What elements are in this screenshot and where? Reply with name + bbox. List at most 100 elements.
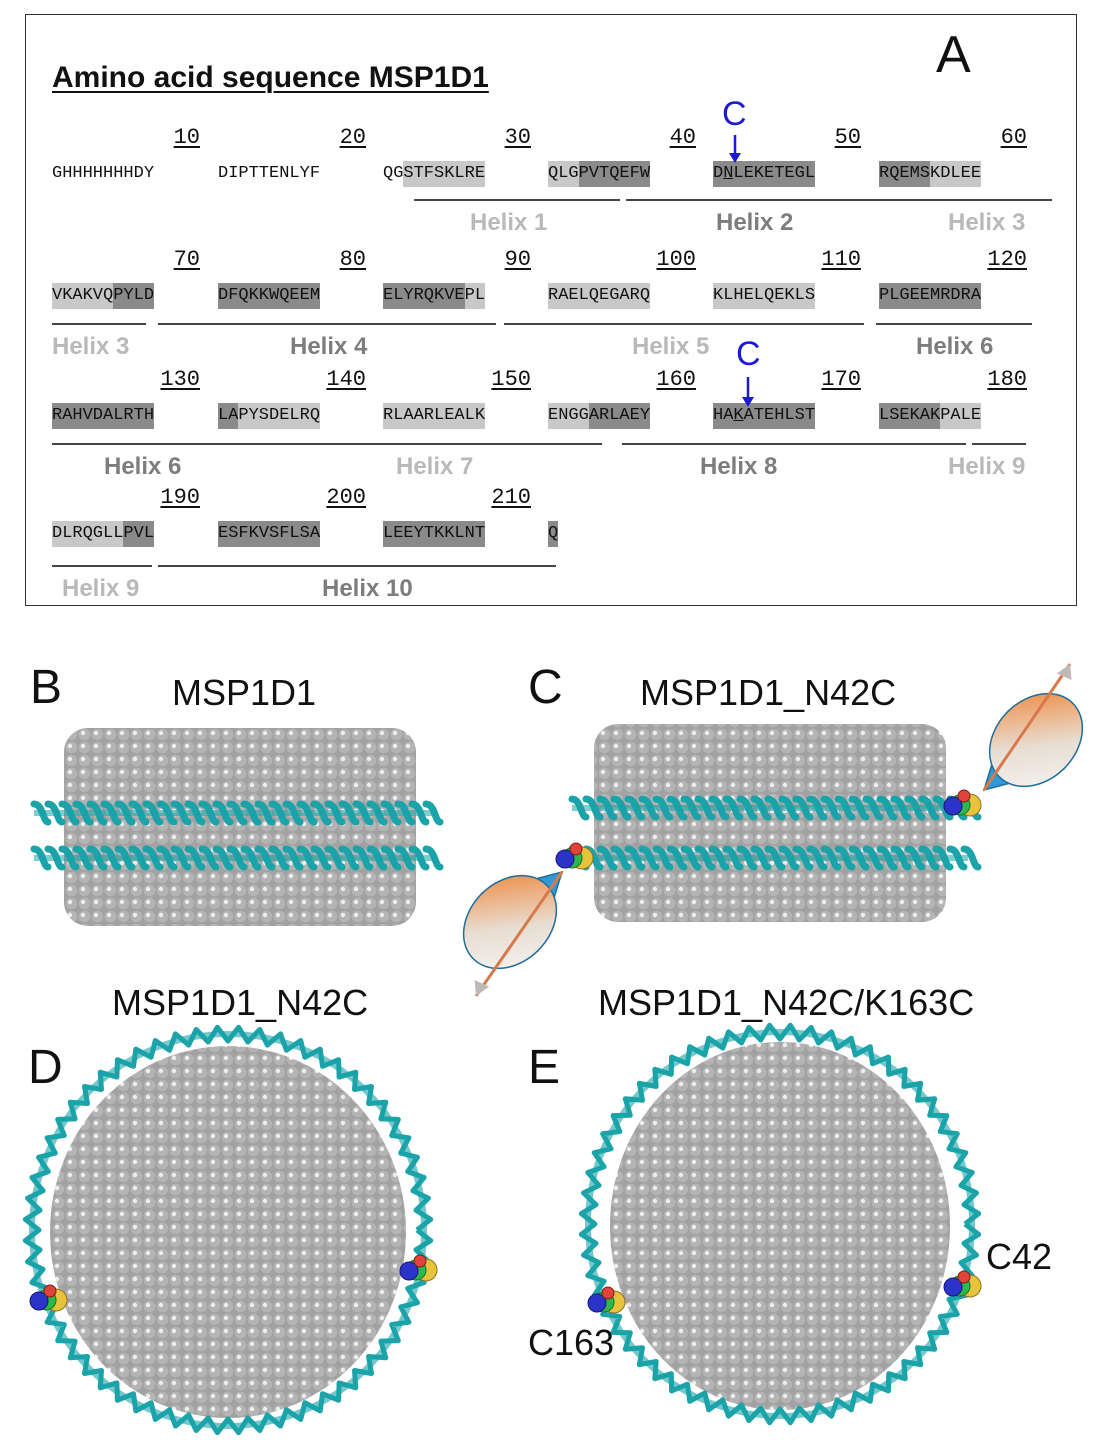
- sequence-block: GHHHHHHHDY: [52, 161, 202, 187]
- protein-belt-helix-d-core: [29, 1031, 427, 1429]
- residue-number: 10: [173, 125, 200, 150]
- sequence-block: DIPTTENLYF: [218, 161, 368, 187]
- cysteine-spheres-e-c42-s4: [957, 1270, 971, 1284]
- residue-segment: VKAKVQ: [52, 283, 114, 309]
- residue-number: 50: [834, 125, 861, 150]
- residue-segment: D: [713, 161, 724, 187]
- lipid-disc-d: [50, 1046, 406, 1418]
- probe-cone-upper-axis: [982, 663, 1072, 791]
- helix-underline: [626, 199, 976, 201]
- residue-number: 90: [504, 247, 531, 272]
- residue-segment: PLGEEMRDRA: [879, 283, 982, 309]
- panel-b-label: B: [30, 661, 63, 714]
- panel-d-title: MSP1D1_N42C: [112, 982, 369, 1023]
- residue-number: 70: [173, 247, 200, 272]
- helix-label: Helix 8: [700, 453, 778, 480]
- sequence-block: PLGEEMRDRA: [879, 283, 1029, 309]
- residue-segment: ELYRQKVE: [383, 283, 465, 309]
- panel-e-label: E: [528, 1041, 561, 1094]
- residue-segment: Q: [548, 521, 559, 547]
- lipid-bilayer-c: [594, 724, 946, 922]
- helix-underline: [158, 323, 496, 325]
- residue-segment: K: [733, 403, 744, 429]
- residue-number: 160: [656, 367, 696, 392]
- residue-number: 170: [821, 367, 861, 392]
- residue-segment: ENGG: [548, 403, 589, 429]
- lipid-bilayer-b: [64, 728, 416, 926]
- residue-segment: LA: [218, 403, 239, 429]
- helix-label: Helix 3: [52, 333, 130, 360]
- helix-underline: [414, 199, 620, 201]
- residue-number: 30: [504, 125, 531, 150]
- site-label-c163: C163: [528, 1322, 615, 1363]
- sequence-block: LEEYTKKLNT: [383, 521, 533, 547]
- sequence-block: HAKATEHLST: [713, 403, 863, 429]
- residue-segment: ATEHLST: [743, 403, 816, 429]
- residue-segment: DLRQGLL: [52, 521, 124, 547]
- cysteine-spheres-c-right-s3: [943, 796, 963, 816]
- helix-label: Helix 4: [290, 333, 368, 360]
- helix-underline: [972, 443, 1026, 445]
- residue-segment: QG: [383, 164, 404, 183]
- panel-a-label: A: [936, 26, 971, 84]
- helix-underline: [158, 565, 556, 567]
- probe-cone-upper-arrowhead-icon: [1056, 664, 1072, 681]
- residue-segment: PYSDELRQ: [238, 403, 321, 429]
- panel-d-label: D: [28, 1041, 63, 1094]
- probe-cone-lower-base: [462, 874, 558, 970]
- sequence-block: VKAKVQPYLD: [52, 283, 202, 309]
- cysteine-spheres-d-right-s3: [399, 1261, 419, 1281]
- panel-e-title: MSP1D1_N42C/K163C: [598, 982, 975, 1023]
- residue-segment: DIPTTENLYF: [218, 164, 321, 183]
- site-label-c42: C42: [986, 1236, 1053, 1277]
- residue-number: 100: [656, 247, 696, 272]
- sequence-block: Q: [548, 521, 698, 547]
- residue-number: 130: [160, 367, 200, 392]
- protein-belt-helix-e: [578, 1022, 982, 1426]
- residue-number: 210: [491, 485, 531, 510]
- residue-number: 200: [326, 485, 366, 510]
- panel-c-label: C: [528, 661, 563, 714]
- sequence-block: ENGGARLAEY: [548, 403, 698, 429]
- residue-segment: HA: [713, 403, 734, 429]
- residue-segment: ARLAEY: [588, 403, 651, 429]
- sequence-block: LSEKAKPALE: [879, 403, 1029, 429]
- cysteine-spheres-c-left-s4: [569, 842, 583, 856]
- residue-number: 60: [1000, 125, 1027, 150]
- residue-segment: LEEYTKKLNT: [383, 521, 486, 547]
- sequence-block: QGSTFSKLRE: [383, 161, 533, 187]
- protein-belt-helix-d: [22, 1024, 434, 1436]
- cysteine-spheres-e-c163-s3: [587, 1293, 607, 1313]
- residue-segment: RQEMS: [879, 161, 931, 187]
- residue-segment: PYLD: [113, 283, 155, 309]
- cysteine-spheres-c-right-s4: [957, 789, 971, 803]
- helix-underline: [876, 323, 1032, 325]
- sequence-block: RQEMSKDLEE: [879, 161, 1029, 187]
- lipid-disc-e: [610, 1042, 950, 1410]
- panel-b-title: MSP1D1: [172, 672, 317, 713]
- helix-underline: [504, 323, 864, 325]
- residue-segment: ESFKVSFLSA: [218, 521, 321, 547]
- residue-number: 150: [491, 367, 531, 392]
- sequence-block: LAPYSDELRQ: [218, 403, 368, 429]
- residue-segment: RAHVDALRTH: [52, 403, 155, 429]
- cysteine-spheres-e-c163-s4: [601, 1286, 615, 1300]
- probe-cone-upper-base: [988, 692, 1084, 788]
- sequence-block: RLAARLEALK: [383, 403, 533, 429]
- residue-number: 190: [160, 485, 200, 510]
- sequence-block: ESFKVSFLSA: [218, 521, 368, 547]
- residue-number: 140: [326, 367, 366, 392]
- residue-segment: KLHELQEKLS: [713, 283, 816, 309]
- residue-segment: KDLEE: [930, 161, 982, 187]
- residue-segment: QLG: [548, 161, 579, 187]
- sequence-block: RAELQEGARQ: [548, 283, 698, 309]
- sequence-title: Amino acid sequence MSP1D1: [52, 61, 489, 94]
- helix-underline: [52, 443, 246, 445]
- residue-segment: PVL: [123, 521, 155, 547]
- probe-cone-lower-arrowhead-icon: [474, 979, 490, 996]
- helix-underline: [52, 565, 152, 567]
- sequence-block: ELYRQKVEPL: [383, 283, 533, 309]
- residue-segment: LSEKAK: [879, 403, 941, 429]
- residue-segment: GHHHHHHHDY: [52, 164, 155, 183]
